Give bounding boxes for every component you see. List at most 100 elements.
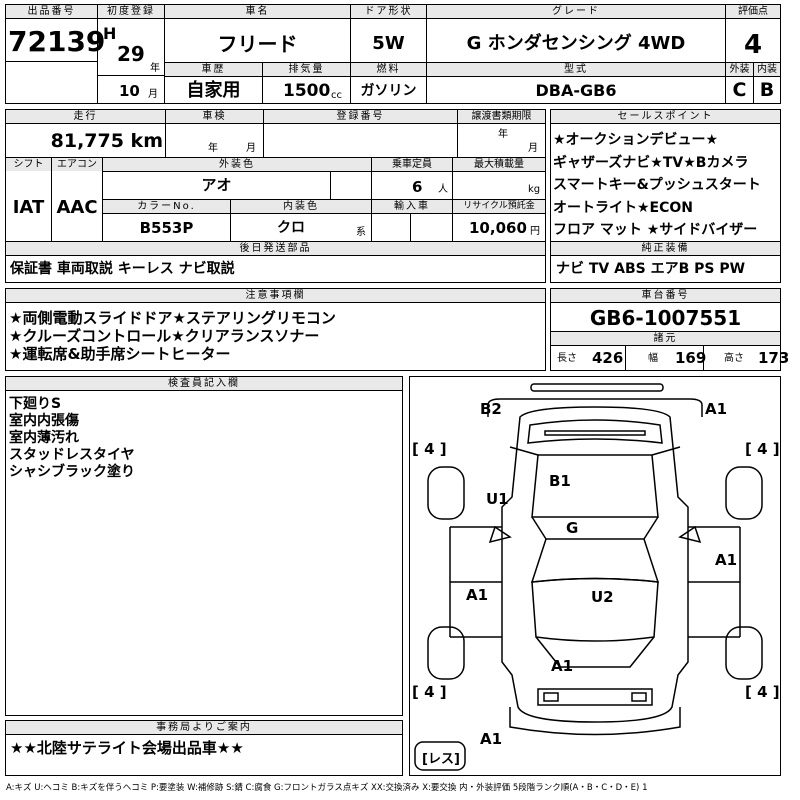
evaluation-score: 4 (743, 30, 763, 60)
inspector-box (5, 376, 403, 716)
height: 173 (758, 349, 790, 367)
capacity: 6 (412, 178, 423, 196)
mark-g: G (566, 519, 578, 537)
inspector-label: 検査員記入欄 (6, 377, 402, 390)
capacity-unit: 人 (438, 184, 448, 195)
note-item: ★運転席&助手席シートヒーター (9, 345, 231, 363)
damage-diagram-box (409, 376, 781, 776)
equip-label: 純正装備 (551, 242, 780, 255)
office-box (5, 720, 403, 776)
mark-a1-bottom: A1 (480, 730, 502, 748)
grade-label: グレード (427, 5, 725, 18)
mark-b2: B2 (480, 400, 502, 418)
ac-label: エアコン (52, 158, 102, 171)
sales-point: スマートキー&プッシュスタート (553, 177, 761, 193)
insp-month-unit: 月 (246, 143, 256, 154)
ext-color-label: 外装色 (103, 158, 371, 171)
inspector-item: 下廻りS (9, 396, 62, 412)
sales-point: オートライト★ECON (553, 199, 694, 216)
mark-a1-front: A1 (551, 657, 573, 675)
notes-label: 注意事項欄 (6, 289, 545, 302)
sales-label: セールスポイント (551, 110, 780, 123)
ext-grade-label: 外装 (726, 63, 753, 76)
shift-label: シフト (6, 158, 51, 171)
int-color: クロ (277, 220, 305, 236)
sales-point: ギャザーズナビ★TV★Bカメラ (553, 154, 749, 171)
score-label: 評価点 (726, 5, 780, 18)
fuel: ガソリン (360, 83, 417, 99)
import-label: 輸入車 (372, 200, 452, 213)
ext-color: アオ (201, 176, 232, 194)
chassis-label: 車台番号 (551, 289, 780, 302)
reg-month: 10 (119, 82, 140, 100)
lot-number: 72139 (8, 25, 106, 58)
mark-u1: U1 (486, 490, 509, 508)
length-label: 長さ (557, 353, 577, 364)
lot-no-label: 出品番号 (6, 5, 97, 18)
inspection-label: 車検 (166, 110, 263, 123)
car-history: 自家用 (186, 80, 241, 101)
note-item: ★両側電動スライドドア★ステアリングリモコン (9, 309, 336, 327)
height-label: 高さ (724, 353, 744, 364)
damage-legend: A:キズ U:ヘコミ B:キズを伴うヘコミ P:要塗装 W:補修跡 S:錆 C:… (6, 783, 648, 793)
length: 426 (592, 349, 624, 367)
width-label: 幅 (648, 353, 658, 364)
sales-point: フロア マット ★サイドバイザー (553, 222, 758, 238)
era: H (103, 24, 117, 43)
top-info-table (5, 4, 781, 104)
vehicle-detail-table (5, 109, 546, 283)
year-unit: 年 (150, 63, 160, 74)
car-name: フリード (217, 32, 298, 56)
inspector-item: スタッドレスタイヤ (9, 447, 135, 463)
notes-list: ★両側電動スライドドア★ステアリングリモコン ★クルーズコントロール★クリアラン… (9, 309, 336, 363)
displacement-label: 排気量 (263, 63, 350, 76)
interior-grade: B (759, 79, 775, 101)
capacity-label: 乗車定員 (372, 158, 452, 171)
history-label: 車歴 (165, 63, 262, 76)
shift: IAT (12, 197, 45, 218)
model-label: 型式 (427, 63, 725, 76)
mark-a1-top: A1 (705, 400, 727, 418)
grade: G ホンダセンシング 4WD (466, 33, 686, 54)
inspector-item: シャシブラック塗り (9, 464, 135, 480)
color-no: B553P (139, 219, 194, 237)
tire-rear-left: [ 4 ] (412, 440, 447, 458)
chassis-number: GB6-1007551 (589, 306, 742, 330)
tire-front-right: [ 4 ] (745, 683, 780, 701)
tire-rear-right: [ 4 ] (745, 440, 780, 458)
later-parts-label: 後日発送部品 (6, 242, 545, 255)
cc-unit: cc (331, 90, 342, 101)
displacement: 1500 (283, 81, 331, 101)
recycle-unit: 円 (530, 226, 540, 237)
mark-a1-left: A1 (466, 586, 488, 604)
int-grade-label: 内装 (754, 63, 780, 76)
sales-points-box (550, 109, 781, 283)
fuel-label: 燃料 (351, 63, 426, 76)
inspector-item: 室内薄汚れ (9, 430, 79, 446)
mileage: 81,775 km (50, 130, 163, 152)
note-item: ★クルーズコントロール★クリアランスソナー (9, 327, 320, 345)
car-name-label: 車名 (165, 5, 350, 18)
model-code: DBA-GB6 (535, 81, 617, 100)
mark-a1-right: A1 (715, 551, 737, 569)
mark-u2: U2 (591, 588, 614, 606)
specs-label: 諸元 (551, 332, 780, 345)
equipment: ナビ TV ABS エアB PS PW (556, 261, 746, 277)
exterior-grade: C (732, 79, 747, 101)
car-outline-diagram: B2 A1 B1 U1 G A1 A1 U2 A1 A1 [ 4 ] [ 4 ]… (412, 383, 780, 771)
insp-year-unit: 年 (208, 143, 218, 154)
recycle-fee: 10,060 (469, 219, 527, 237)
sales-point: ★オークションデビュー★ (553, 132, 719, 148)
office-message: ★★北陸サテライト会場出品車★★ (10, 739, 244, 757)
doc-year-unit: 年 (498, 129, 508, 140)
door-type: 5W (372, 33, 405, 54)
width: 169 (675, 349, 707, 367)
reg-no-label: 登録番号 (264, 110, 457, 123)
int-color-unit: 系 (356, 227, 366, 238)
inspector-list: 下廻りS 室内内張傷 室内薄汚れ スタッドレスタイヤ シャシブラック塗り (9, 396, 135, 481)
spare-tire: [レス] (422, 752, 460, 767)
chassis-box (550, 288, 781, 371)
color-no-label: カラーNo. (103, 200, 230, 213)
max-load-label: 最大積載量 (453, 158, 545, 171)
mark-b1: B1 (549, 472, 571, 490)
